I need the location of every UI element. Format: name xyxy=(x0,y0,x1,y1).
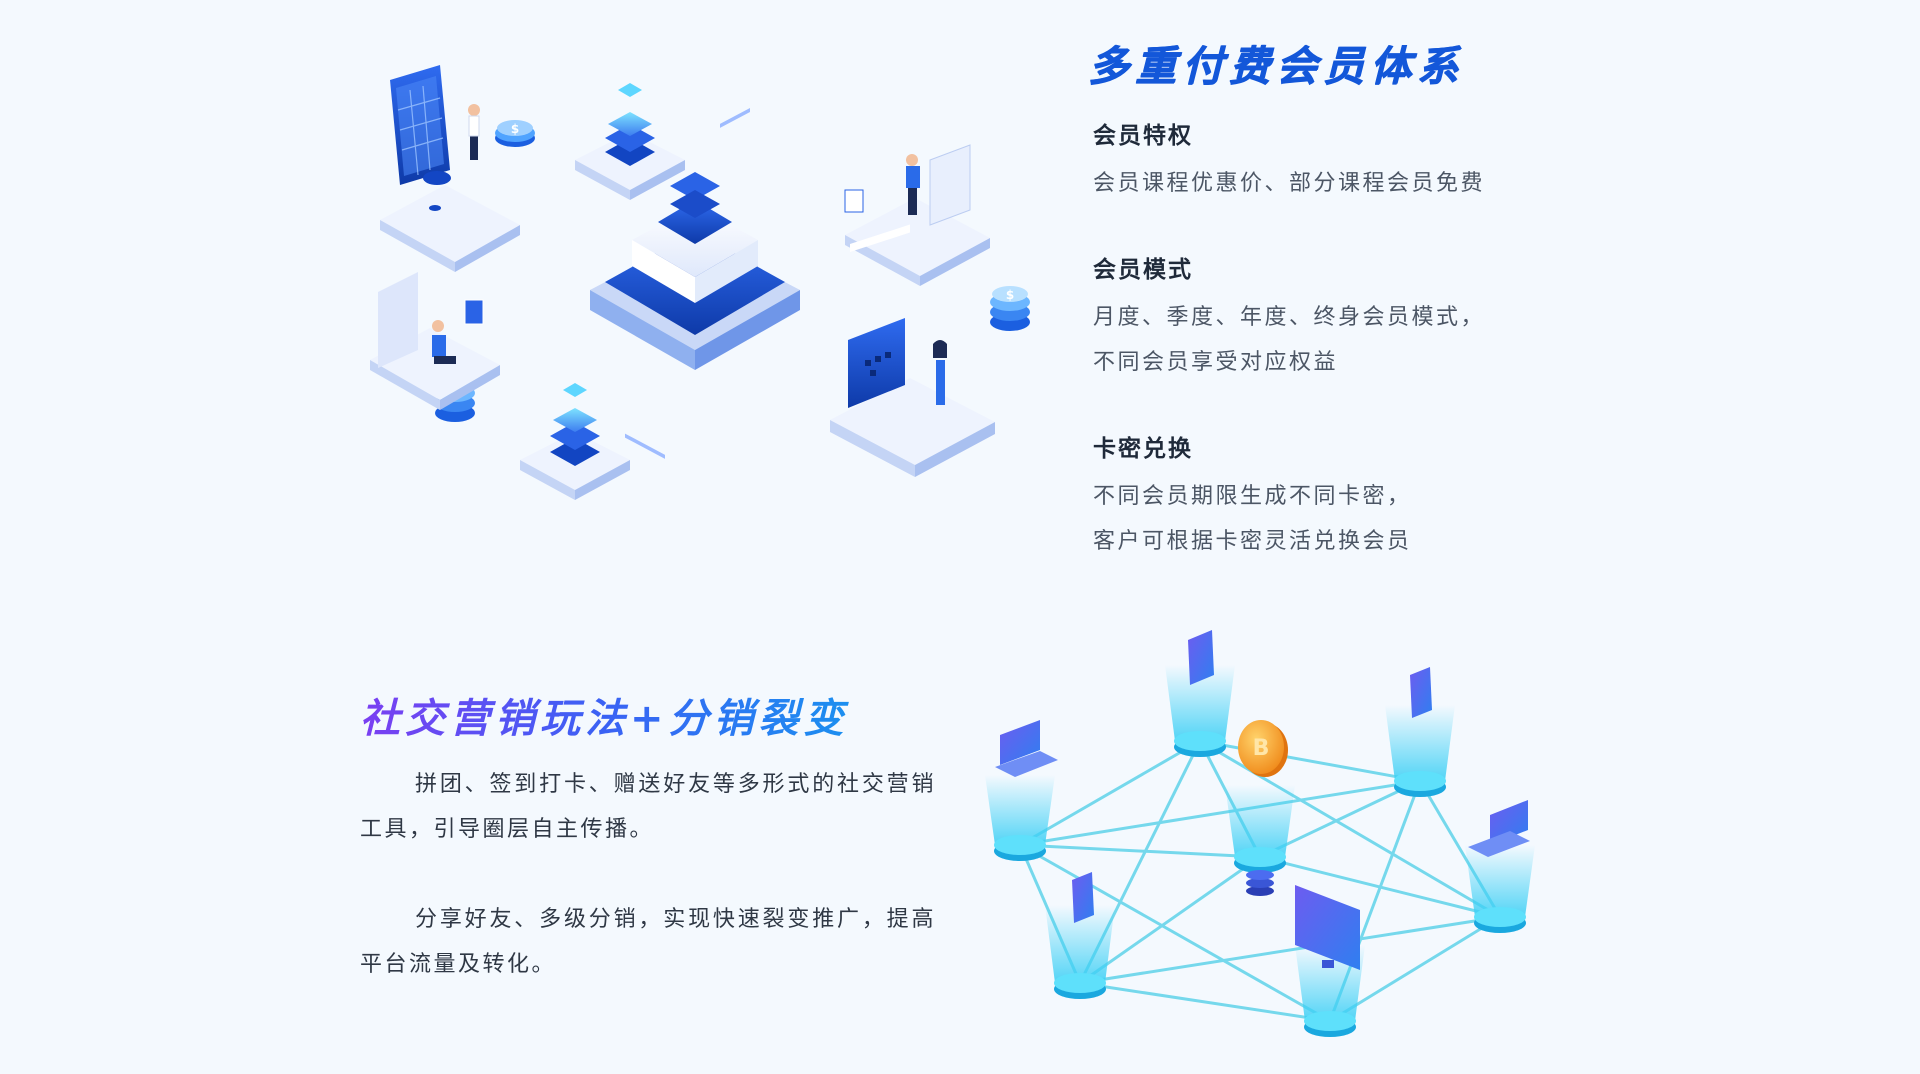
monitor-icon xyxy=(1295,885,1360,970)
presentation-icon xyxy=(844,144,990,286)
membership-title: 多重付费会员体系 xyxy=(1088,42,1464,90)
network-node xyxy=(1385,705,1455,797)
network-node xyxy=(1225,785,1295,896)
network-node xyxy=(1465,845,1535,933)
laptop-icon xyxy=(1468,800,1530,857)
feature-heading: 会员特权 xyxy=(1093,123,1193,149)
layer-stack-icon xyxy=(575,83,685,200)
svg-text:B: B xyxy=(1253,736,1270,761)
central-server xyxy=(590,107,800,459)
feature-heading: 会员模式 xyxy=(1093,257,1193,283)
laptop-icon xyxy=(995,720,1058,777)
network-node xyxy=(1045,905,1115,999)
feature-description: 月度、季度、年度、终身会员模式， xyxy=(1093,305,1486,330)
feature-description: 不同会员享受对应权益 xyxy=(1093,350,1339,375)
phone-icon xyxy=(1410,667,1432,718)
social-paragraph: 拼团、签到打卡、赠送好友等多形式的社交营销工具，引导圈层自主传播。 xyxy=(360,772,936,842)
phone-icon xyxy=(1072,872,1094,923)
feature-description: 会员课程优惠价、部分课程会员免费 xyxy=(1093,171,1486,196)
workspace-icon xyxy=(370,272,500,410)
bitcoin-icon: B xyxy=(1238,720,1288,777)
layer-stack-icon xyxy=(520,383,630,500)
svg-text:$: $ xyxy=(1006,288,1014,302)
membership-feature-list: 会员特权 会员课程优惠价、部分课程会员免费 会员模式 月度、季度、年度、终身会员… xyxy=(1093,116,1563,608)
calendar-icon xyxy=(380,65,520,272)
membership-illustration: $ $ $ xyxy=(370,65,1030,500)
coin-icon: $ xyxy=(990,286,1030,331)
network-node xyxy=(985,775,1055,861)
social-paragraph: 分享好友、多级分销，实现快速裂变推广，提高平台流量及转化。 xyxy=(360,907,936,977)
feature-heading: 卡密兑换 xyxy=(1093,436,1193,462)
svg-text:$: $ xyxy=(511,122,519,136)
network-node xyxy=(1165,665,1235,757)
social-marketing-text: 拼团、签到打卡、赠送好友等多形式的社交营销工具，引导圈层自主传播。 分享好友、多… xyxy=(360,762,936,1032)
network-illustration: B xyxy=(985,630,1535,1037)
feature-member-privileges: 会员特权 会员课程优惠价、部分课程会员免费 xyxy=(1093,116,1563,206)
coin-icon: $ xyxy=(495,120,535,147)
social-marketing-title: 社交营销玩法+分销裂变 xyxy=(360,686,849,744)
feature-card-redemption: 卡密兑换 不同会员期限生成不同卡密， 客户可根据卡密灵活兑换会员 xyxy=(1093,429,1563,564)
phone-icon xyxy=(1188,630,1214,685)
feature-description: 不同会员期限生成不同卡密， xyxy=(1093,484,1412,509)
dashboard-icon xyxy=(830,224,995,477)
feature-description: 客户可根据卡密灵活兑换会员 xyxy=(1093,529,1412,554)
feature-member-modes: 会员模式 月度、季度、年度、终身会员模式， 不同会员享受对应权益 xyxy=(1093,250,1563,385)
